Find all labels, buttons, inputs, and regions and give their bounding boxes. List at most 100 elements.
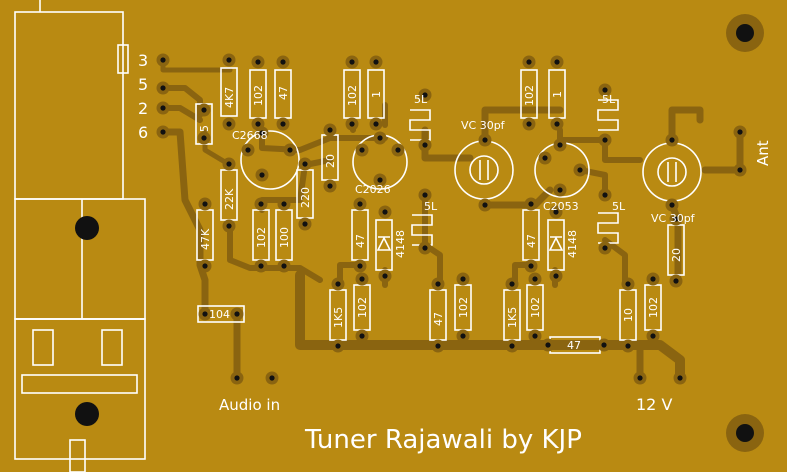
mounting-hole bbox=[736, 424, 754, 442]
pad-drill-hole bbox=[509, 281, 515, 287]
pad-drill-hole bbox=[160, 85, 166, 91]
pad-drill-hole bbox=[327, 183, 333, 189]
pad-drill-hole bbox=[255, 59, 261, 65]
pad-drill-hole bbox=[554, 59, 560, 65]
variable-capacitor-outline bbox=[642, 142, 702, 202]
pad-drill-hole bbox=[602, 245, 608, 251]
pad-drill-hole bbox=[287, 147, 293, 153]
component-label: 47 bbox=[432, 312, 445, 326]
component-label: C2668 bbox=[232, 129, 268, 142]
pad-drill-hole bbox=[601, 342, 607, 348]
component-label: 5L bbox=[414, 93, 428, 106]
supply-label: 12 V bbox=[636, 395, 672, 414]
pad-drill-hole bbox=[435, 281, 441, 287]
component-label: 1 bbox=[551, 91, 564, 98]
mounting-hole bbox=[75, 216, 99, 240]
pad-drill-hole bbox=[422, 245, 428, 251]
pad-drill-hole bbox=[160, 57, 166, 63]
pad-drill-hole bbox=[281, 201, 287, 207]
pad-drill-hole bbox=[737, 167, 743, 173]
component-label: 102 bbox=[356, 297, 369, 318]
pin-label: 6 bbox=[138, 123, 148, 142]
pad-drill-hole bbox=[737, 129, 743, 135]
module-can bbox=[14, 198, 146, 320]
pad-drill-hole bbox=[532, 333, 538, 339]
component-label: 102 bbox=[457, 297, 470, 318]
pad-drill-hole bbox=[359, 147, 365, 153]
pad-drill-hole bbox=[422, 142, 428, 148]
component-labels: 5 4K7 102 47 C2668 22K 47K 102 100 220 2… bbox=[198, 85, 696, 352]
variable-capacitor-outline bbox=[454, 140, 514, 200]
pad-drill-hole bbox=[532, 276, 538, 282]
pad-drill-hole bbox=[373, 59, 379, 65]
component-label: 102 bbox=[252, 85, 265, 106]
component-label: 5L bbox=[602, 93, 616, 106]
pad-drill-hole bbox=[673, 216, 679, 222]
pad-drill-hole bbox=[349, 121, 355, 127]
pad-drill-hole bbox=[382, 209, 388, 215]
component-label: 47 bbox=[277, 86, 290, 100]
pad-drill-hole bbox=[327, 127, 333, 133]
pad-drill-hole bbox=[335, 343, 341, 349]
pad-drill-hole bbox=[669, 137, 675, 143]
transistor-outline bbox=[240, 130, 300, 190]
tuner-module-outline bbox=[14, 0, 146, 472]
component-label: 102 bbox=[346, 85, 359, 106]
component-label: 47 bbox=[354, 234, 367, 248]
component-label: 1K5 bbox=[332, 307, 345, 328]
pad-drill-hole bbox=[460, 276, 466, 282]
pad-drill-hole bbox=[422, 92, 428, 98]
component-label: 100 bbox=[278, 227, 291, 248]
pad-drill-hole bbox=[234, 311, 240, 317]
component-label: 1K5 bbox=[506, 307, 519, 328]
mounting-hole bbox=[75, 402, 99, 426]
audio-in-label: Audio in bbox=[219, 396, 280, 414]
diode-outline bbox=[375, 219, 393, 271]
pad-drill-hole bbox=[673, 278, 679, 284]
pad-drill-hole bbox=[259, 172, 265, 178]
component-label: 1 bbox=[370, 91, 383, 98]
pad-drill-hole bbox=[280, 59, 286, 65]
pad-drill-hole bbox=[357, 201, 363, 207]
pad-drill-hole bbox=[553, 209, 559, 215]
pad-drill-hole bbox=[602, 87, 608, 93]
pad-drill-hole bbox=[258, 201, 264, 207]
pad-drill-hole bbox=[258, 263, 264, 269]
pad-drill-hole bbox=[359, 276, 365, 282]
pad-drill-hole bbox=[382, 273, 388, 279]
pad-drill-hole bbox=[245, 147, 251, 153]
component-label: 20 bbox=[324, 154, 337, 168]
pad-drill-hole bbox=[255, 121, 261, 127]
pin-label: 3 bbox=[138, 51, 148, 70]
pad-drill-hole bbox=[234, 375, 240, 381]
pad-drill-hole bbox=[202, 263, 208, 269]
pad-drill-hole bbox=[557, 187, 563, 193]
pad-drill-hole bbox=[202, 311, 208, 317]
pad-drill-hole bbox=[677, 375, 683, 381]
pin-label: 2 bbox=[138, 99, 148, 118]
board-title: Tuner Rajawali by KJP bbox=[304, 425, 582, 455]
component-label: 22K bbox=[223, 188, 236, 210]
pad-drill-hole bbox=[302, 161, 308, 167]
pad-drill-hole bbox=[625, 281, 631, 287]
pad-drill-hole bbox=[349, 59, 355, 65]
pad-drill-hole bbox=[509, 343, 515, 349]
pad-drill-hole bbox=[602, 137, 608, 143]
component-label: 5L bbox=[424, 200, 438, 213]
component-label: 4K7 bbox=[223, 87, 236, 108]
pad-drill-hole bbox=[528, 201, 534, 207]
module-body bbox=[14, 11, 124, 200]
component-label: VC 30pf bbox=[651, 212, 696, 225]
pin-label: 5 bbox=[138, 75, 148, 94]
pad-drill-hole bbox=[482, 202, 488, 208]
pad-drill-hole bbox=[201, 107, 207, 113]
component-label: 4148 bbox=[566, 230, 579, 258]
pad-drill-hole bbox=[357, 263, 363, 269]
pad-drill-hole bbox=[202, 201, 208, 207]
component-label: 5 bbox=[198, 125, 211, 132]
component-label: 47 bbox=[525, 234, 538, 248]
pad-drill-hole bbox=[373, 121, 379, 127]
pad-drill-hole bbox=[377, 135, 383, 141]
pad-drill-hole bbox=[269, 375, 275, 381]
